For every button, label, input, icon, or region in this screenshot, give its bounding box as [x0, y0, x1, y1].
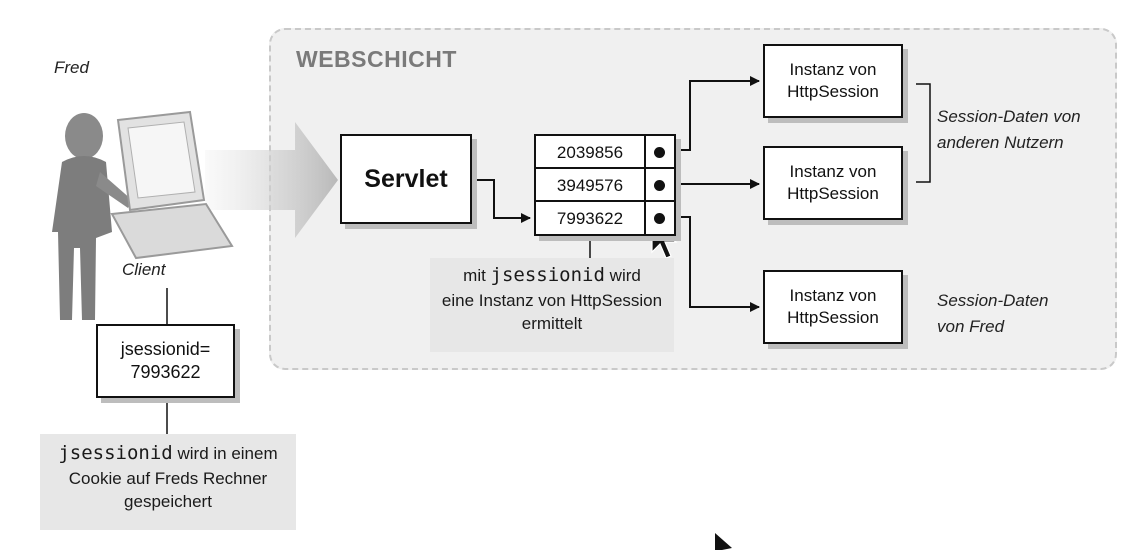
session-table: 2039856 3949576 7993622: [534, 134, 676, 236]
lookup-note-code: jsessionid: [490, 264, 605, 286]
session-table-row: 2039856: [536, 136, 674, 169]
fred-session-line1: Session-Daten: [937, 291, 1049, 310]
lookup-note: mit jsessionid wird eine Instanz von Htt…: [430, 258, 674, 352]
other-users-line1: Session-Daten von: [937, 107, 1081, 126]
lookup-note-line1: wird: [604, 266, 641, 285]
session-id-cell: 7993622: [536, 202, 646, 235]
client-label: Client: [122, 260, 166, 279]
cookie-value-box: jsessionid= 7993622: [96, 324, 235, 398]
reference-dot-icon: [654, 147, 665, 158]
request-flow-arrow: [205, 122, 338, 238]
instance-line1: Instanz von: [789, 286, 877, 306]
cookie-note: jsessionid wird in einem Cookie auf Fred…: [40, 434, 296, 530]
web-layer-title: WEBSCHICHT: [296, 46, 457, 72]
other-users-session-label: Session-Daten von anderen Nutzern: [937, 104, 1081, 155]
session-id-cell: 3949576: [536, 169, 646, 202]
servlet-box: Servlet: [340, 134, 472, 224]
other-sessions-bracket: [916, 83, 931, 183]
cookie-line1: jsessionid=: [120, 338, 211, 359]
cookie-line2: 7993622: [130, 362, 201, 382]
lookup-note-line2: eine Instanz von HttpSession: [441, 290, 663, 310]
reference-dot-icon: [654, 213, 665, 224]
servlet-to-table-arrow: [472, 179, 531, 223]
mouse-pointer-bottom-icon: [715, 533, 732, 550]
cookie-note-code: jsessionid: [58, 442, 173, 464]
cookie-note-line2: Cookie auf Freds Rechner: [68, 468, 268, 488]
lookup-note-line3: ermittelt: [521, 314, 583, 334]
other-users-line2: anderen Nutzern: [937, 132, 1064, 152]
reference-dot-icon: [654, 180, 665, 191]
session-table-row: 7993622: [536, 202, 674, 235]
session-table-row: 3949576: [536, 169, 674, 202]
lookup-note-prefix: mit: [463, 266, 491, 285]
fred-session-label: Session-Daten von Fred: [937, 288, 1049, 339]
session-id-cell: 2039856: [536, 136, 646, 169]
instance-line2: HttpSession: [787, 308, 879, 327]
user-figure-icon: [52, 113, 132, 320]
instance-line2: HttpSession: [787, 82, 879, 101]
fred-session-line2: von Fred: [937, 316, 1005, 336]
client-computer-icon: [110, 110, 234, 260]
user-name-label: Fred: [54, 58, 89, 77]
instance-line1: Instanz von: [789, 162, 877, 182]
instance-line1: Instanz von: [789, 60, 877, 80]
cookie-note-line3: gespeichert: [124, 492, 212, 512]
instance-line2: HttpSession: [787, 184, 879, 203]
cookie-note-line1: wird in einem: [172, 444, 278, 463]
